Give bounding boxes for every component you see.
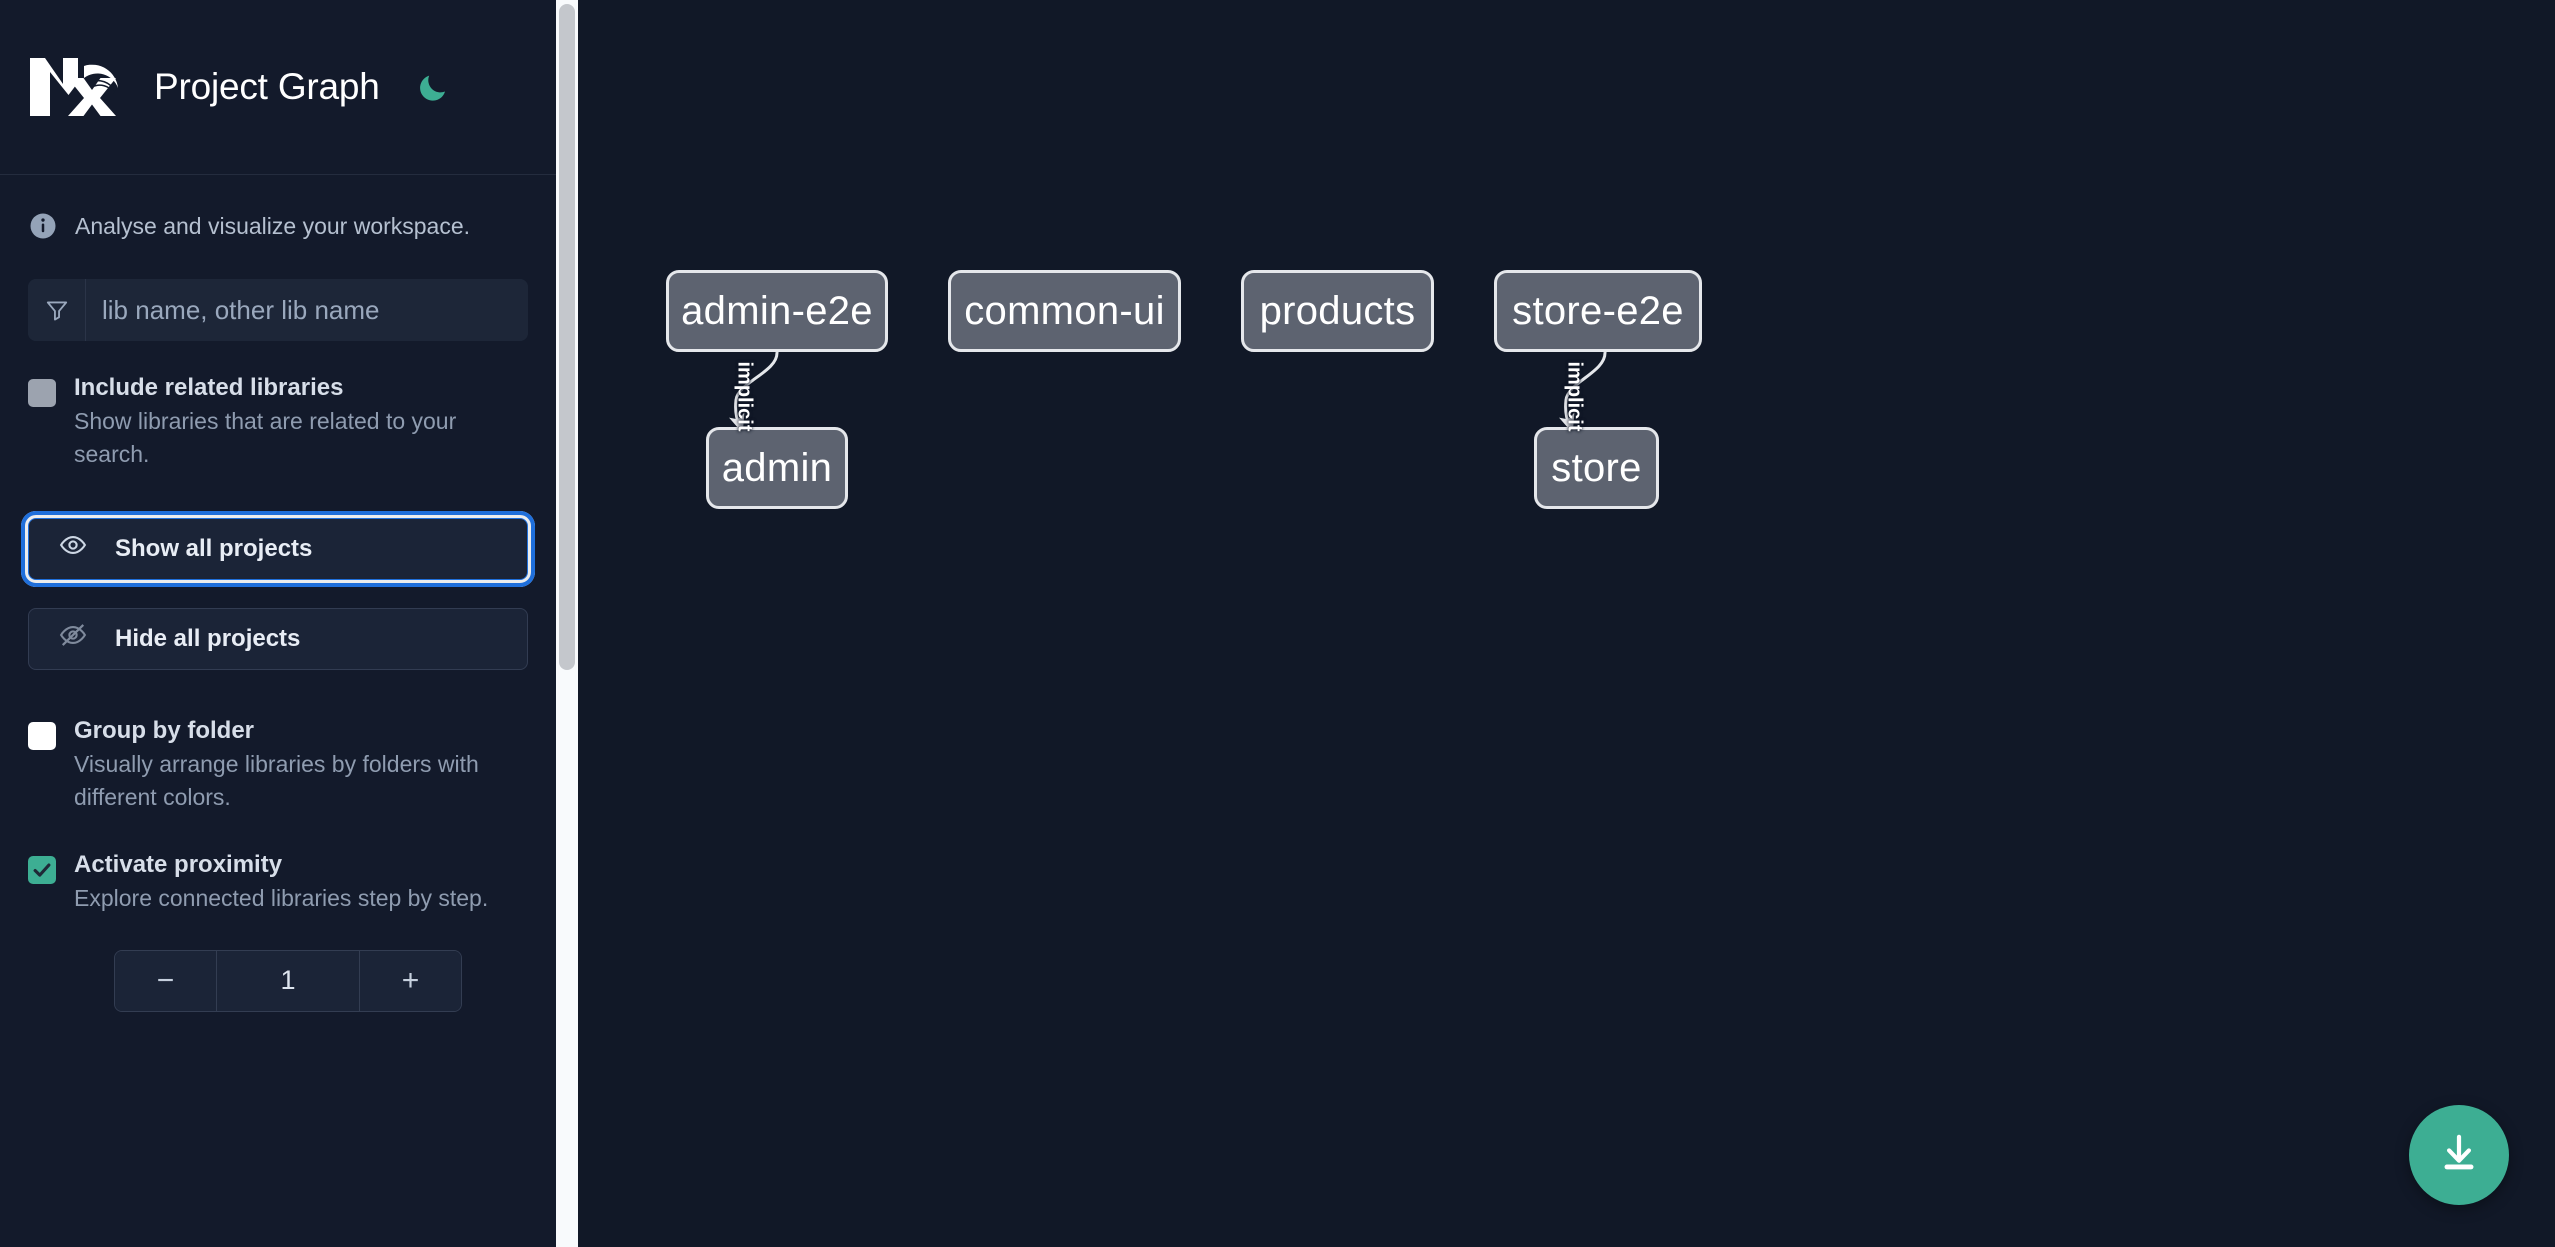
option-include-related-libraries[interactable]: Include related libraries Show libraries… — [28, 373, 528, 472]
filter-icon — [28, 279, 86, 341]
graph-canvas[interactable]: admin-e2e common-ui products store-e2e a… — [578, 0, 2555, 1247]
show-all-projects-label: Show all projects — [115, 534, 313, 562]
eye-off-icon — [59, 621, 87, 656]
nx-logo — [28, 56, 120, 118]
option-description: Explore connected libraries step by step… — [74, 885, 489, 912]
activate-proximity-checkbox[interactable] — [28, 856, 56, 885]
download-graph-button[interactable] — [2409, 1105, 2509, 1205]
sidebar-scrollbar-track[interactable] — [556, 0, 578, 1247]
option-description: Visually arrange libraries by folders wi… — [74, 750, 479, 811]
page-title: Project Graph — [154, 66, 380, 107]
search-field-wrapper — [28, 279, 528, 341]
graph-node-store[interactable]: store — [1534, 427, 1659, 509]
show-all-projects-button[interactable]: Show all projects — [21, 510, 535, 587]
proximity-value: 1 — [217, 950, 359, 1011]
graph-node-admin-e2e[interactable]: admin-e2e — [666, 270, 888, 352]
node-label: common-ui — [964, 288, 1165, 333]
search-input[interactable] — [86, 279, 528, 341]
hide-all-projects-button[interactable]: Hide all projects — [28, 607, 528, 670]
node-label: admin-e2e — [681, 288, 873, 333]
proximity-increment-button[interactable]: + — [359, 950, 461, 1011]
option-activate-proximity[interactable]: Activate proximity Explore connected lib… — [28, 850, 528, 915]
proximity-stepper: − 1 + — [114, 949, 462, 1012]
graph-node-store-e2e[interactable]: store-e2e — [1494, 270, 1702, 352]
sidebar-subtitle-row: Analyse and visualize your workspace. — [0, 175, 556, 241]
include-related-libraries-checkbox[interactable] — [28, 379, 56, 407]
proximity-decrement-button[interactable]: − — [115, 950, 217, 1011]
download-icon — [2437, 1131, 2481, 1180]
node-label: products — [1259, 288, 1416, 333]
checkmark-icon — [28, 856, 56, 884]
edge-store-e2e-store — [1558, 351, 1607, 434]
node-label: store — [1551, 445, 1642, 490]
hide-all-projects-label: Hide all projects — [115, 624, 301, 652]
option-label: Group by folder — [74, 716, 254, 744]
option-label: Include related libraries — [74, 374, 344, 401]
node-label: admin — [721, 445, 833, 490]
moon-icon[interactable] — [412, 66, 454, 108]
group-by-folder-checkbox[interactable] — [28, 721, 56, 750]
sidebar: Project Graph Analyse and visualize yo — [0, 0, 556, 1247]
node-label: store-e2e — [1512, 288, 1684, 333]
option-description: Show libraries that are related to your … — [74, 408, 457, 468]
graph-edges — [728, 351, 1607, 434]
sidebar-header: Project Graph — [0, 0, 556, 175]
sidebar-scrollbar-thumb[interactable] — [559, 4, 575, 670]
graph-node-common-ui[interactable]: common-ui — [948, 270, 1181, 352]
edge-admin-e2e-admin — [728, 351, 779, 434]
info-icon — [28, 211, 58, 241]
graph-node-admin[interactable]: admin — [706, 427, 848, 509]
option-group-by-folder[interactable]: Group by folder Visually arrange librari… — [28, 716, 528, 815]
graph-node-products[interactable]: products — [1241, 270, 1434, 352]
option-label: Activate proximity — [74, 851, 283, 879]
sidebar-subtitle: Analyse and visualize your workspace. — [75, 212, 471, 239]
eye-icon — [59, 531, 87, 566]
